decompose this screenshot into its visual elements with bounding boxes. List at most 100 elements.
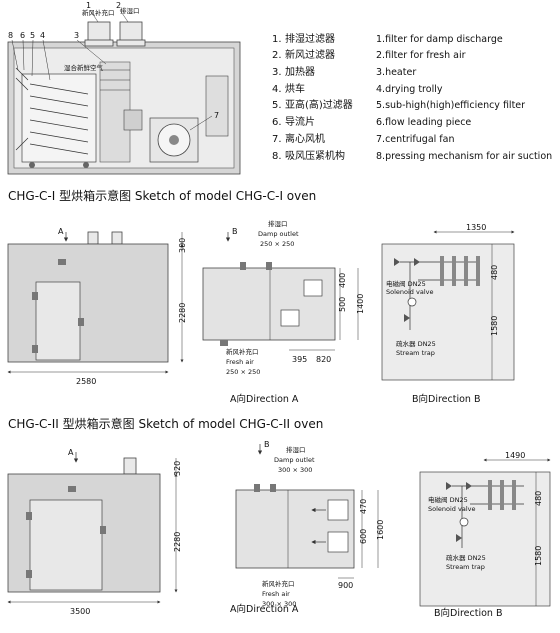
callout-3: 3 bbox=[74, 31, 79, 40]
model1-pipe-dim-1580: 1580 bbox=[490, 316, 499, 336]
model2-caption-b: B向Direction B bbox=[434, 607, 502, 619]
model1-title: CHG-C-I 型烘箱示意图 Sketch of model CHG-C-I o… bbox=[8, 188, 316, 203]
model1-fresh-air-size: 250 × 250 bbox=[226, 368, 260, 376]
legend-5-num: 5. bbox=[272, 100, 282, 111]
fresh-air-inlet-label: 新风补充口 bbox=[82, 8, 115, 17]
legend-4-num: 4. bbox=[272, 84, 282, 95]
legend-1-num: 1. bbox=[272, 34, 282, 45]
model2-door bbox=[29, 499, 103, 591]
model1-damp-outlet-cn: 排湿口 bbox=[268, 219, 288, 228]
model1-top-dim: 300 bbox=[178, 238, 187, 253]
legend-2-en: 2.filter for fresh air bbox=[376, 50, 466, 61]
model2-pipe-view: 1490 电磁阀 DN25 Solenoid valve 疏水器 DN25 St… bbox=[419, 451, 551, 619]
model2-plan-view: B 排湿口 Damp outlet 300 × 300 新风补充口 Fresh … bbox=[230, 440, 385, 615]
legend-7-num: 7. bbox=[272, 134, 282, 145]
callout-2: 2 bbox=[116, 1, 121, 10]
model2-damp-outlet-cn: 排湿口 bbox=[286, 445, 306, 454]
model1-fresh-air-box bbox=[280, 309, 300, 327]
legend-1-cn: 排湿过滤器 bbox=[285, 32, 335, 45]
model1-dim-820: 820 bbox=[316, 355, 331, 364]
callout-1: 1 bbox=[86, 1, 91, 10]
legend-6-cn: 导流片 bbox=[285, 115, 315, 128]
legend-5-en: 5.sub-high(high)efficiency filter bbox=[376, 100, 525, 111]
model1-height-dim: 2280 bbox=[178, 303, 187, 323]
callout-6: 6 bbox=[20, 31, 25, 40]
model2-dim-470: 470 bbox=[359, 499, 368, 514]
model2-damp-outlet-box bbox=[327, 499, 349, 521]
legend-3-en: 3.heater bbox=[376, 67, 416, 78]
model1-damp-outlet-size: 250 × 250 bbox=[260, 240, 294, 248]
model2-pipe-dim-1580: 1580 bbox=[534, 546, 543, 566]
model2-height-dim: 2280 bbox=[173, 532, 182, 552]
model1-damp-outlet-en: Damp outlet bbox=[258, 230, 299, 238]
filter-block bbox=[123, 109, 143, 131]
model1-dim-395: 395 bbox=[292, 355, 307, 364]
model1-dim-1400: 1400 bbox=[356, 294, 365, 314]
callout-8: 8 bbox=[8, 31, 13, 40]
model2-pipe-width-dim: 1490 bbox=[505, 451, 525, 460]
model1-plan-body bbox=[202, 267, 336, 341]
model2-damp-outlet-en: Damp outlet bbox=[274, 456, 315, 464]
model1-direction-a: A bbox=[58, 227, 64, 236]
legend-8-en: 8.pressing mechanism for air suction bbox=[376, 151, 552, 162]
model1-solenoid-cn: 电磁阀 DN25 bbox=[386, 279, 426, 288]
callout-4: 4 bbox=[40, 31, 45, 40]
model1-caption-b: B向Direction B bbox=[412, 393, 480, 405]
model1-dim-400: 400 bbox=[338, 273, 347, 288]
legend-2-cn: 新风过滤器 bbox=[285, 48, 335, 61]
model2-direction-a: A bbox=[68, 448, 74, 457]
model1-direction-b: B bbox=[232, 227, 238, 236]
hot-air-label: 湿合新鲜空气 bbox=[64, 63, 104, 72]
callout-7: 7 bbox=[214, 111, 219, 120]
model1-width-dim: 2580 bbox=[76, 377, 96, 386]
model2-damp-outlet-size: 300 × 300 bbox=[278, 466, 312, 474]
model2-trap-cn: 疏水器 DN25 bbox=[446, 553, 486, 562]
legend-6-en: 6.flow leading piece bbox=[376, 117, 471, 128]
model1-trap-cn: 疏水器 DN25 bbox=[396, 339, 436, 348]
legend: 1. 排湿过滤器 1.filter for damp discharge 2. … bbox=[272, 32, 552, 162]
model1-pipe-panel bbox=[381, 243, 515, 381]
model2-fresh-air-en: Fresh air bbox=[262, 590, 290, 598]
model2-caption-a: A向Direction A bbox=[230, 603, 299, 615]
model2-trap-en: Stream trap bbox=[446, 563, 485, 571]
model1-pipe-view: 1350 电磁阀 DN25 Solenoid valve 疏水器 DN25 St… bbox=[381, 223, 515, 405]
model1-door bbox=[35, 281, 81, 361]
oven-section-sketch: 新风补充口 排湿口 湿合新鲜空气 8 6 5 4 3 1 2 7 bbox=[7, 1, 241, 175]
model2-title: CHG-C-II 型烘箱示意图 Sketch of model CHG-C-II… bbox=[8, 416, 323, 431]
model1-pipe-dim-480: 480 bbox=[490, 265, 499, 280]
legend-3-cn: 加热器 bbox=[285, 65, 315, 78]
legend-2-num: 2. bbox=[272, 50, 282, 61]
callout-5: 5 bbox=[30, 31, 35, 40]
damp-outlet-label: 排湿口 bbox=[120, 6, 140, 15]
model2-top-dim: 320 bbox=[173, 461, 182, 476]
model1-trap-en: Stream trap bbox=[396, 349, 435, 357]
legend-7-en: 7.centrifugal fan bbox=[376, 134, 455, 145]
model2-direction-b: B bbox=[264, 440, 270, 449]
model2-fresh-air-size: 300 × 300 bbox=[262, 600, 296, 608]
model1-plan-view: B 排湿口 Damp outlet 250 × 250 新风补充口 Fresh … bbox=[202, 219, 365, 405]
model2-dim-1600: 1600 bbox=[376, 520, 385, 540]
model1-fresh-air-cn: 新风补充口 bbox=[226, 347, 259, 356]
model1-oven-body bbox=[7, 243, 169, 363]
model2-dim-900: 900 bbox=[338, 581, 353, 590]
legend-8-cn: 吸风压紧机构 bbox=[285, 149, 345, 162]
legend-8-num: 8. bbox=[272, 151, 282, 162]
model2-fresh-air-cn: 新风补充口 bbox=[262, 579, 295, 588]
model1-pipe-width-dim: 1350 bbox=[466, 223, 486, 232]
model1-front-view: A 2580 2280 300 bbox=[7, 227, 187, 386]
model2-pipe-dim-480: 480 bbox=[534, 491, 543, 506]
model2-solenoid-en: Solenoid valve bbox=[428, 505, 475, 513]
legend-4-cn: 烘车 bbox=[285, 82, 305, 95]
model1-damp-outlet-box bbox=[303, 279, 323, 297]
model2-width-dim: 3500 bbox=[70, 607, 90, 616]
model1-dim-500: 500 bbox=[338, 297, 347, 312]
model1-caption-a: A向Direction A bbox=[230, 393, 299, 405]
model1-solenoid-en: Solenoid valve bbox=[386, 288, 433, 296]
pressing-mechanism bbox=[205, 75, 229, 137]
model2-fresh-air-box bbox=[327, 531, 349, 553]
legend-3-num: 3. bbox=[272, 67, 282, 78]
legend-4-en: 4.drying trolly bbox=[376, 84, 443, 95]
legend-7-cn: 离心风机 bbox=[285, 132, 325, 145]
legend-1-en: 1.filter for damp discharge bbox=[376, 34, 503, 45]
